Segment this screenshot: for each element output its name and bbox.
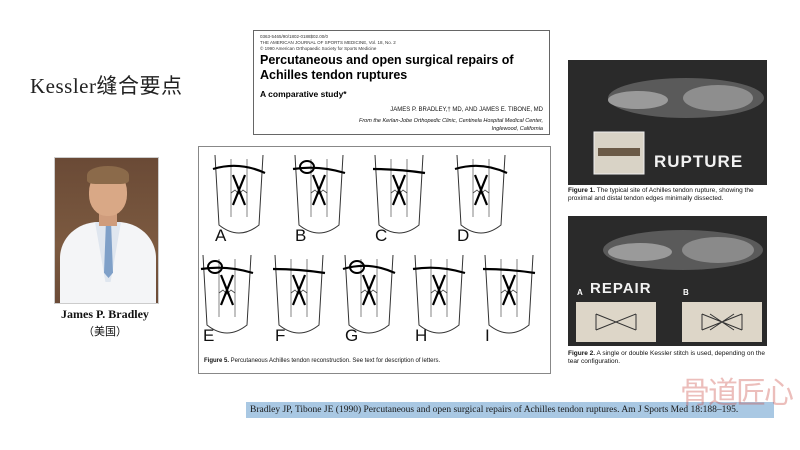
paper-header-image: 0363-5465/90/1802-0188$02.00/0 THE AMERI… <box>253 30 550 135</box>
inset-b-label: B <box>683 288 690 297</box>
panel-letter: D <box>457 226 469 245</box>
figure-2-caption: Figure 2. A single or double Kessler sti… <box>568 350 765 365</box>
paper-affiliation: Inglewood, California <box>491 126 543 132</box>
citation-bar: Bradley JP, Tibone JE (1990) Percutaneou… <box>246 402 774 418</box>
figure-5-suture-diagram: A B C D E F G H I Figure 5. Percutaneous Achille… <box>198 146 551 374</box>
author-country: （美国） <box>83 326 127 338</box>
paper-affiliation: From the Kerlan-Jobe Orthopedic Clinic, … <box>358 118 543 124</box>
inset-a-label: A <box>577 288 584 297</box>
figures-1-2-panel: RUPTURE Figure 1. The typical site of Ac… <box>563 56 773 372</box>
suture-steps-illustration: A B C D E F G H I <box>200 154 536 345</box>
watermark-logo: 骨道匠心 <box>680 376 794 411</box>
panel-letter: E <box>203 326 214 345</box>
figure-5-caption: Figure 5. Percutaneous Achilles tendon r… <box>204 358 441 364</box>
figure-1-rupture-photo: RUPTURE <box>568 60 767 185</box>
author-portrait-photo <box>54 157 159 304</box>
repair-label: REPAIR <box>590 280 652 297</box>
paper-subtitle: A comparative study* <box>260 89 347 99</box>
panel-letter: B <box>295 226 306 245</box>
paper-title: Percutaneous and open surgical repairs o… <box>260 53 514 82</box>
rupture-label: RUPTURE <box>654 152 744 171</box>
panel-letter: I <box>485 326 490 345</box>
panel-letter: A <box>215 226 227 245</box>
author-name: James P. Bradley <box>61 307 149 321</box>
journal-meta-line: 0363-5465/90/1802-0188$02.00/0 <box>260 34 329 39</box>
panel-letter: H <box>415 326 427 345</box>
slide-title: Kessler缝合要点 <box>30 74 183 98</box>
panel-letter: G <box>345 326 358 345</box>
journal-meta-line: THE AMERICAN JOURNAL OF SPORTS MEDICINE,… <box>260 40 396 45</box>
figure-2-repair-photo: REPAIR A B <box>568 216 767 346</box>
figure-1-caption: Figure 1. The typical site of Achilles t… <box>568 187 754 202</box>
journal-meta-line: © 1990 American Orthopaedic Society for … <box>260 46 377 51</box>
paper-authors: JAMES P. BRADLEY,† MD, AND JAMES E. TIBO… <box>390 107 543 113</box>
panel-letter: F <box>275 326 285 345</box>
panel-letter: C <box>375 226 387 245</box>
